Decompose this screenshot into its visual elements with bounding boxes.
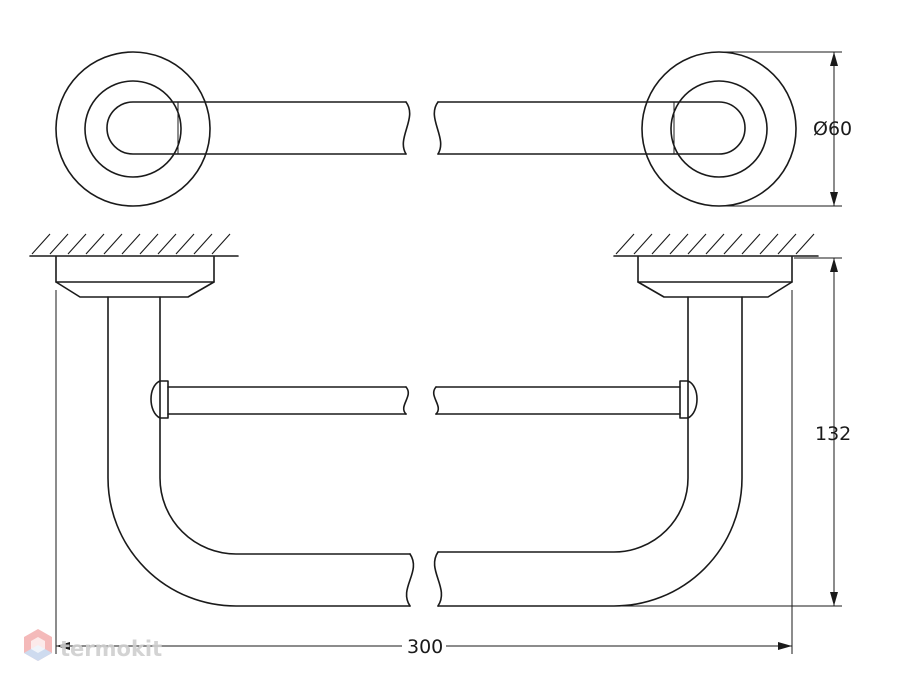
top-view bbox=[55, 51, 797, 207]
top-bar-right bbox=[433, 101, 746, 155]
cross-bar-left bbox=[150, 380, 410, 419]
left-mount-flange bbox=[55, 256, 215, 298]
right-rosette bbox=[641, 51, 797, 207]
termokit-watermark: termokit bbox=[24, 629, 162, 661]
width-label: 300 bbox=[407, 636, 443, 658]
top-bar-left bbox=[106, 101, 411, 155]
wall-hatching-right bbox=[613, 233, 819, 257]
dimension-height: 132 bbox=[614, 257, 851, 607]
termokit-logo-icon bbox=[24, 629, 52, 661]
wall-hatching-left bbox=[29, 233, 239, 257]
watermark-text: termokit bbox=[60, 637, 162, 661]
u-bar-left bbox=[107, 296, 415, 607]
cross-bar-right bbox=[432, 380, 698, 419]
front-view bbox=[29, 233, 819, 607]
diameter-label: Ø60 bbox=[813, 118, 852, 140]
dimension-width: 300 bbox=[55, 290, 793, 658]
dimension-diameter: Ø60 bbox=[719, 51, 852, 207]
left-rosette bbox=[55, 51, 211, 207]
height-label: 132 bbox=[815, 423, 851, 445]
right-mount-flange bbox=[637, 256, 793, 298]
u-bar-right bbox=[433, 296, 743, 607]
